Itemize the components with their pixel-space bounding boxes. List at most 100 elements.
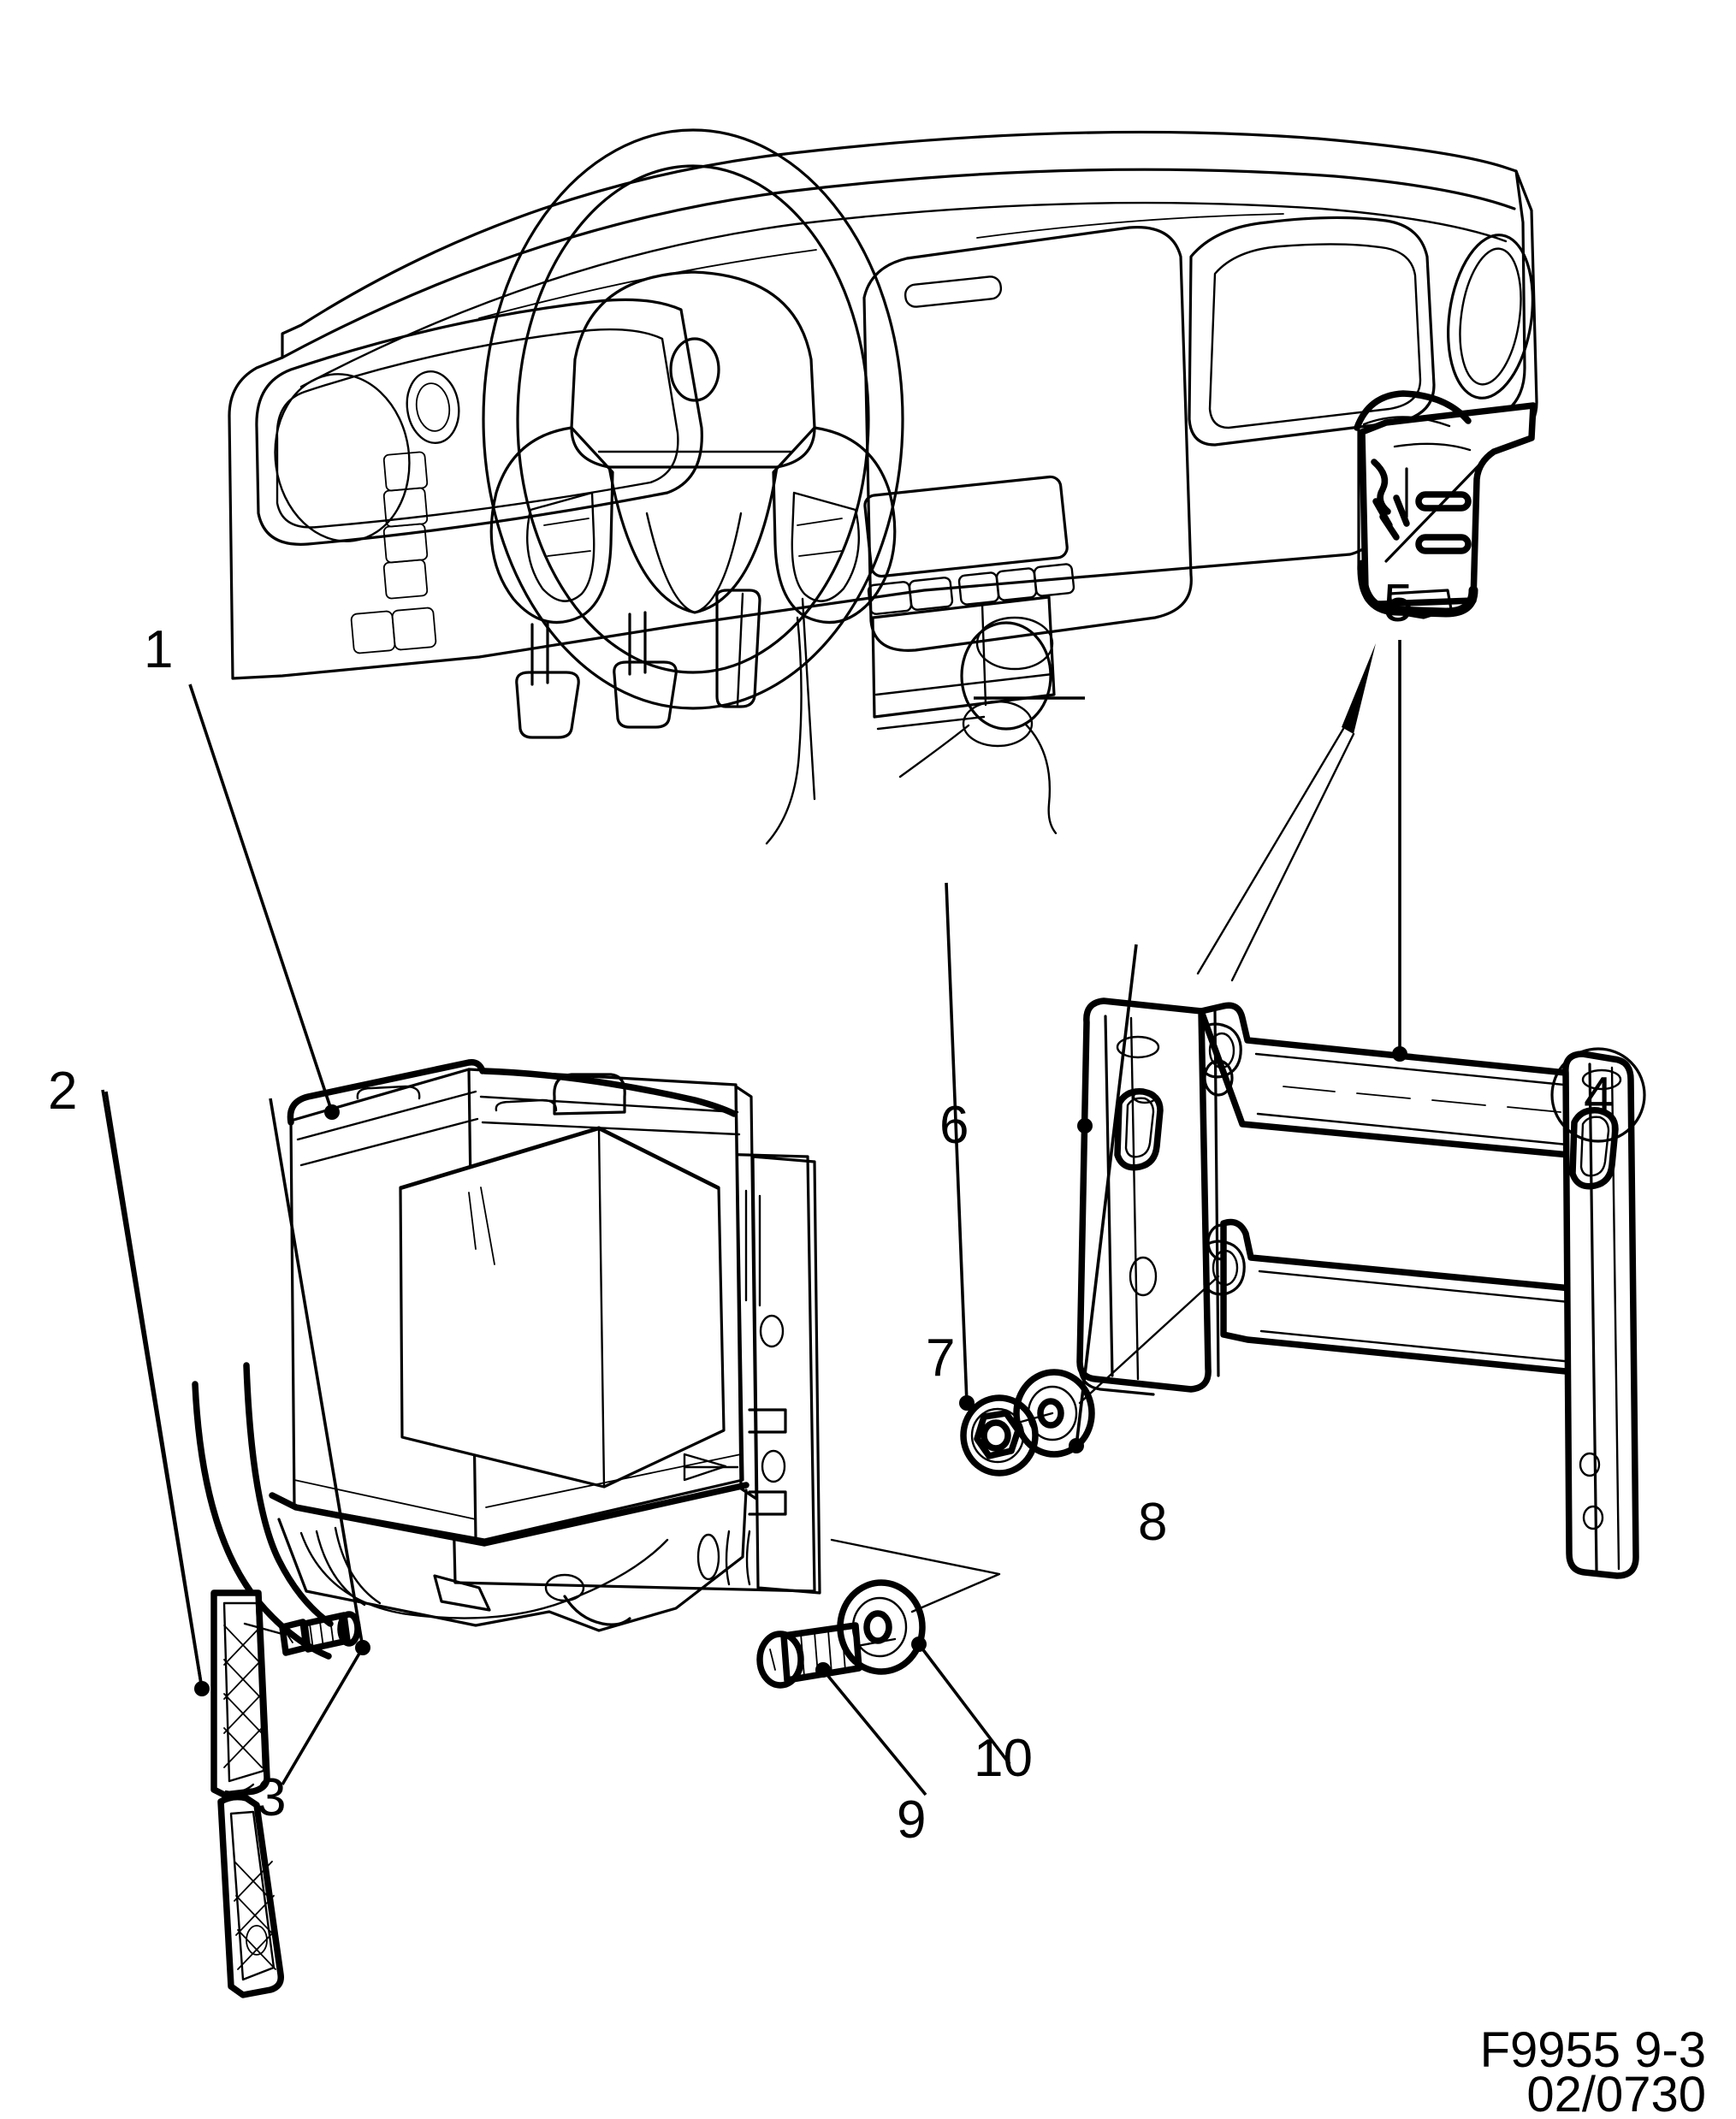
- bracket-right-rail-keyhole: [1569, 1107, 1619, 1190]
- steering-wheel-outer-rim[interactable]: [482, 128, 904, 710]
- installed-bracket-slot-upper: [1415, 491, 1472, 512]
- installed-bracket-top-clip: [1354, 390, 1472, 431]
- steering-wheel-left-spoke: [489, 426, 614, 624]
- control-module-top-crease: [296, 1090, 479, 1167]
- gear-shift-boot: [962, 700, 1034, 748]
- centre-console-tray: [871, 595, 1056, 719]
- grille-screw-install-path: [243, 1622, 284, 1636]
- steering-wheel-right-spoke: [772, 426, 897, 624]
- console-contour-right: [1023, 722, 1058, 835]
- gear-shift-knob-top: [975, 616, 1054, 671]
- callout-label-4: 4: [1584, 1067, 1613, 1126]
- leader-dot-6: [1077, 1118, 1093, 1133]
- module-connector-boss: [553, 1073, 626, 1116]
- steering-column-contour: [801, 597, 816, 801]
- bracket-top-boss: [1200, 1022, 1242, 1079]
- bracket-bottom-boss-hole: [1212, 1249, 1239, 1287]
- console-tray-inner-edge: [981, 602, 987, 707]
- installed-bracket-harness: [1371, 459, 1391, 515]
- steering-wheel-right-spoke-inner: [791, 491, 860, 602]
- screw-thread-2: [319, 1621, 324, 1648]
- callout-leader-extra: [104, 1091, 364, 1785]
- bracket-left-plate: [1076, 997, 1212, 1393]
- bolt-thread-3: [827, 1630, 832, 1674]
- bracket-left-plate-fold: [1129, 1016, 1140, 1381]
- accelerator-pedal-edge: [736, 592, 744, 707]
- steering-wheel-right-spoke-detail: [797, 518, 843, 557]
- bracket-bottom-boss: [1203, 1240, 1246, 1296]
- carrier-hole-lower: [761, 1449, 786, 1483]
- nut-washer-outer: [1013, 1369, 1095, 1458]
- hex-nut-hex-face: [974, 1410, 1022, 1459]
- installed-bracket-slot-lower: [1415, 534, 1472, 554]
- steering-wheel-left-spoke-detail: [543, 518, 591, 557]
- fuel-gauge-dial: [406, 370, 460, 445]
- console-contour-left: [898, 724, 970, 778]
- hex-nut-outer: [960, 1394, 1039, 1477]
- mounting-bracket-assembly: [1076, 997, 1639, 1579]
- passenger-dash-panel-inner: [1208, 243, 1422, 429]
- pedal-assembly: [515, 589, 761, 739]
- screw-thread-3: [329, 1619, 335, 1646]
- washer-install-leader: [1078, 1275, 1220, 1405]
- callout-label-6: 6: [939, 1096, 969, 1155]
- bolt-thread-1: [800, 1633, 805, 1678]
- footer-block: F9955 9-3 02/0730: [1480, 2022, 1706, 2119]
- instrument-cluster-inner-ring: [276, 328, 679, 529]
- grille-cover-upper-notch: [224, 1783, 255, 1794]
- fuel-gauge-inner: [415, 382, 451, 432]
- nut-washer-stud: [1013, 1412, 1054, 1425]
- assembly-arrow-head: [1342, 643, 1376, 734]
- carrier-oval-slot: [696, 1533, 720, 1581]
- bracket-bottom-rail: [1220, 1218, 1578, 1376]
- dashboard-switch-pair[interactable]: [350, 607, 437, 654]
- grille-screw: [279, 1611, 361, 1656]
- control-module-top-lip: [287, 1058, 486, 1126]
- bolt-washer-outer: [837, 1579, 926, 1675]
- passenger-dash-panel: [1188, 216, 1436, 447]
- steering-wheel-hub: [570, 270, 816, 469]
- leader-10: [917, 1643, 1011, 1766]
- bracket-upper-pilot-hole: [1116, 1035, 1160, 1059]
- assembly-arrow-shaft-a: [1196, 727, 1345, 975]
- bracket-left-foot: [1078, 1360, 1155, 1396]
- bolt-washer-set: [756, 1538, 1001, 1689]
- carrier-slot-b: [745, 1530, 751, 1586]
- lid-surface-mark-a: [468, 1192, 477, 1250]
- bolt-washer-mid: [851, 1596, 908, 1658]
- bracket-lower-pilot-hole: [1129, 1256, 1158, 1297]
- lid-right-crease: [597, 1128, 606, 1489]
- grille-mesh-lower: [234, 1861, 276, 1970]
- dashboard-cowl-secondary-edge: [299, 201, 1508, 388]
- control-module-lid: [399, 1126, 726, 1489]
- screw-thread-1: [309, 1623, 314, 1650]
- radio-head-unit[interactable]: [863, 475, 1069, 578]
- dashboard-view: [228, 128, 1538, 845]
- callout-4-ring: [1550, 1047, 1646, 1143]
- passenger-side-vent: [1447, 234, 1534, 400]
- module-base-hook: [563, 1595, 631, 1626]
- leader-2-line: [104, 1091, 204, 1690]
- leader-3: [269, 1098, 364, 1648]
- climate-control-buttons[interactable]: [867, 563, 1075, 615]
- warning-lamp-strip: [382, 451, 429, 600]
- leader-8: [1075, 944, 1138, 1447]
- module-base-hole: [544, 1573, 585, 1602]
- bracket-keyhole-slot: [1114, 1088, 1164, 1171]
- gear-shift-knob[interactable]: [960, 621, 1052, 731]
- nut-washer-bore: [1037, 1398, 1064, 1429]
- bolt-head: [756, 1631, 804, 1689]
- grille-cover-assembly: [192, 1362, 361, 1998]
- callout-label-3: 3: [257, 1768, 286, 1827]
- assembly-direction-arrow: [1196, 643, 1376, 982]
- bracket-left-plate-inner-edge: [1104, 1015, 1114, 1377]
- bracket-small-hole: [1132, 1089, 1158, 1104]
- module-base-fin-a: [315, 1530, 366, 1607]
- bracket-bottom-rail-crease-b: [1259, 1329, 1574, 1364]
- bracket-weld-column: [1213, 1009, 1220, 1377]
- assembly-arrow-shaft-b: [1230, 732, 1355, 982]
- dashboard-cowl-top-edge: [281, 168, 1516, 359]
- defroster-slot-right: [976, 213, 1284, 239]
